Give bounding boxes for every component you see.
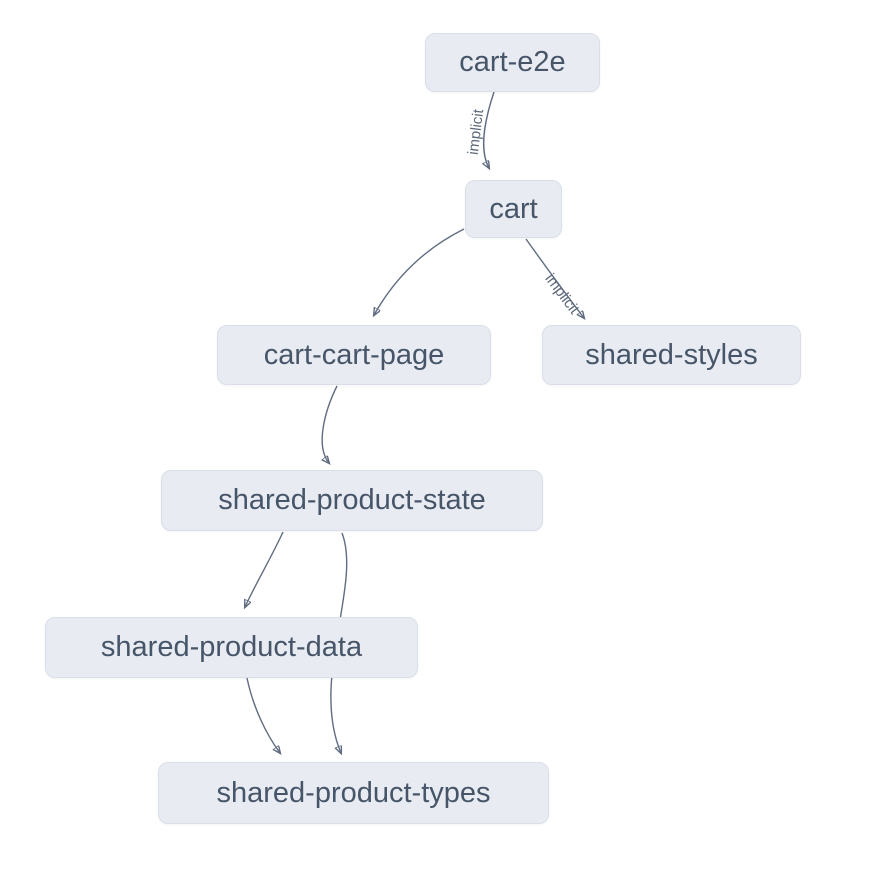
- graph-node-shared-product-types[interactable]: shared-product-types: [158, 762, 549, 824]
- graph-node-cart[interactable]: cart: [465, 180, 562, 238]
- edge-cart-to-shared-styles: [525, 238, 584, 318]
- graph-node-cart-cart-page[interactable]: cart-cart-page: [217, 325, 491, 385]
- edge-label-implicit-cart-e2e-cart: implicit: [464, 108, 488, 156]
- graph-node-shared-product-data[interactable]: shared-product-data: [45, 617, 418, 678]
- edge-label-implicit-cart-shared-styles: implicit: [541, 270, 583, 318]
- edge-shared-product-state-to-shared-product-data: [245, 531, 284, 607]
- edge-cart-cart-page-to-shared-product-state: [322, 385, 338, 463]
- graph-node-shared-styles[interactable]: shared-styles: [542, 325, 801, 385]
- edge-cart-e2e-to-cart: [484, 91, 495, 168]
- edge-shared-product-data-to-shared-product-types: [246, 677, 280, 753]
- edge-cart-to-cart-cart-page: [374, 228, 465, 315]
- graph-node-shared-product-state[interactable]: shared-product-state: [161, 470, 543, 531]
- graph-node-cart-e2e[interactable]: cart-e2e: [425, 33, 600, 92]
